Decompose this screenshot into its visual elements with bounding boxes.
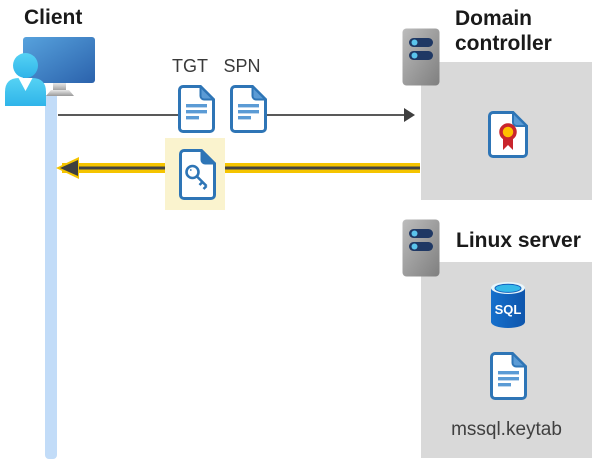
request-arrow-line	[58, 114, 178, 116]
monitor-base	[46, 90, 74, 96]
keytab-file-label: mssql.keytab	[451, 419, 562, 440]
request-arrowhead-icon	[404, 108, 415, 122]
monitor-icon	[23, 37, 95, 83]
client-lifeline-bar	[45, 95, 57, 459]
tgt-document-icon	[178, 85, 215, 133]
linux-server-icon	[402, 219, 440, 277]
certificate-document-icon	[488, 111, 528, 158]
spn-label: SPN	[223, 56, 261, 76]
person-head	[13, 53, 38, 78]
response-arrow-line	[62, 163, 420, 173]
keytab-document-icon	[490, 352, 527, 400]
response-arrowhead-inner	[60, 160, 78, 176]
tgt-label: TGT	[172, 56, 208, 76]
spn-document-icon	[230, 85, 267, 133]
domain-controller-title: Domain controller	[455, 7, 552, 55]
user-computer-icon	[5, 37, 95, 106]
request-arrow-line	[266, 114, 404, 116]
rosette	[499, 123, 517, 141]
key-document-icon	[179, 149, 216, 200]
person-body	[5, 78, 46, 106]
domain-controller-server-icon	[402, 28, 440, 86]
linux-server-title: Linux server	[456, 229, 581, 252]
key-glyph	[185, 164, 208, 190]
monitor-stand	[53, 83, 66, 91]
person-collar	[18, 78, 33, 91]
sql-database-icon: SQL	[491, 282, 525, 328]
sql-label: SQL	[495, 302, 522, 317]
client-label: Client	[24, 6, 83, 29]
